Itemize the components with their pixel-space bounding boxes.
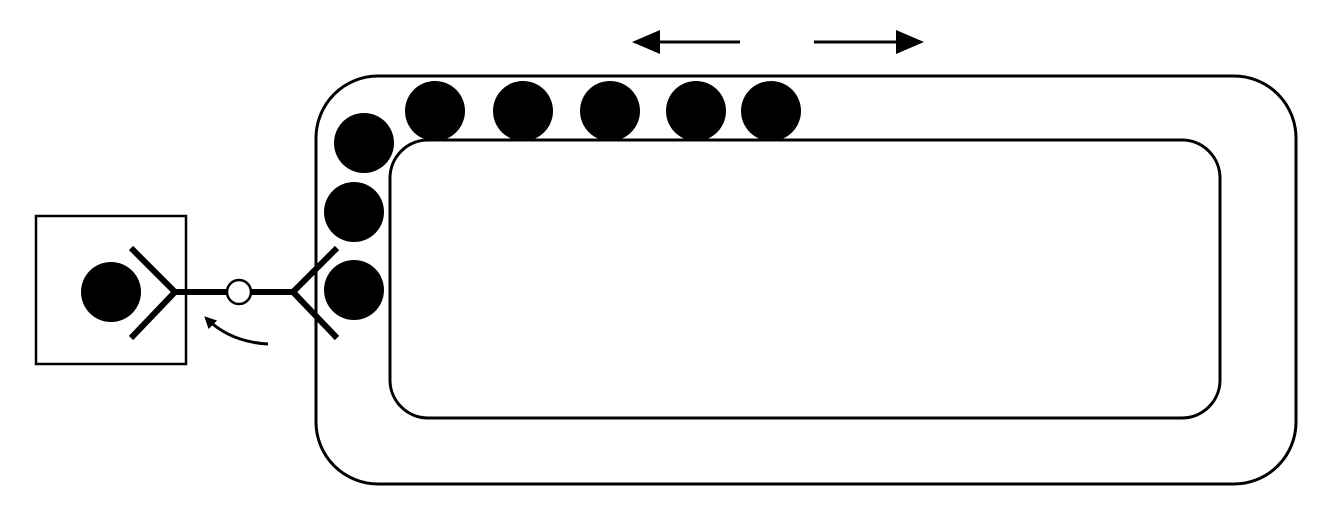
track-ball (741, 81, 801, 141)
track-ball (493, 81, 553, 141)
transfer-arm (128, 245, 340, 341)
track-ball (324, 260, 384, 320)
track-ball (405, 81, 465, 141)
arrow-right-icon (814, 30, 924, 54)
held-ball (81, 262, 141, 322)
arrow-left-icon (632, 30, 740, 54)
inner-track (388, 138, 1222, 420)
track-ball (324, 182, 384, 242)
track-ball (334, 113, 394, 173)
track-ball (580, 81, 640, 141)
outer-track (314, 74, 1298, 486)
pivot-circle-icon (225, 278, 253, 306)
curved-arrow-icon (204, 316, 269, 346)
track-ball (666, 81, 726, 141)
